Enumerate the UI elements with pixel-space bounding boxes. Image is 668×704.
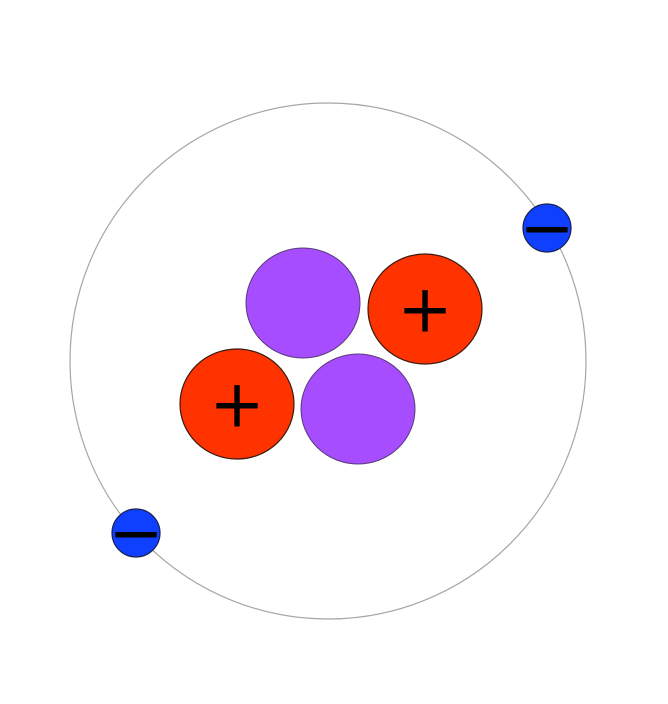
electron-bottom-left-body — [111, 508, 161, 558]
proton-left-body — [179, 348, 295, 460]
electron-orbit — [69, 102, 587, 620]
electron-top-right-minus-sign: − — [519, 190, 574, 267]
electron-top-right: − — [519, 190, 574, 267]
proton-right-plus-sign: + — [397, 271, 452, 348]
electron-bottom-left: − — [108, 495, 163, 572]
proton-left: + — [179, 348, 295, 460]
proton-right: + — [367, 253, 483, 365]
proton-right-body — [367, 253, 483, 365]
neutron-bottom — [300, 353, 416, 465]
neutron-top — [245, 247, 361, 359]
nucleus: + + — [179, 247, 483, 465]
proton-left-plus-sign: + — [209, 366, 264, 443]
electron-bottom-left-minus-sign: − — [108, 495, 163, 572]
electron-top-right-body — [522, 203, 572, 253]
